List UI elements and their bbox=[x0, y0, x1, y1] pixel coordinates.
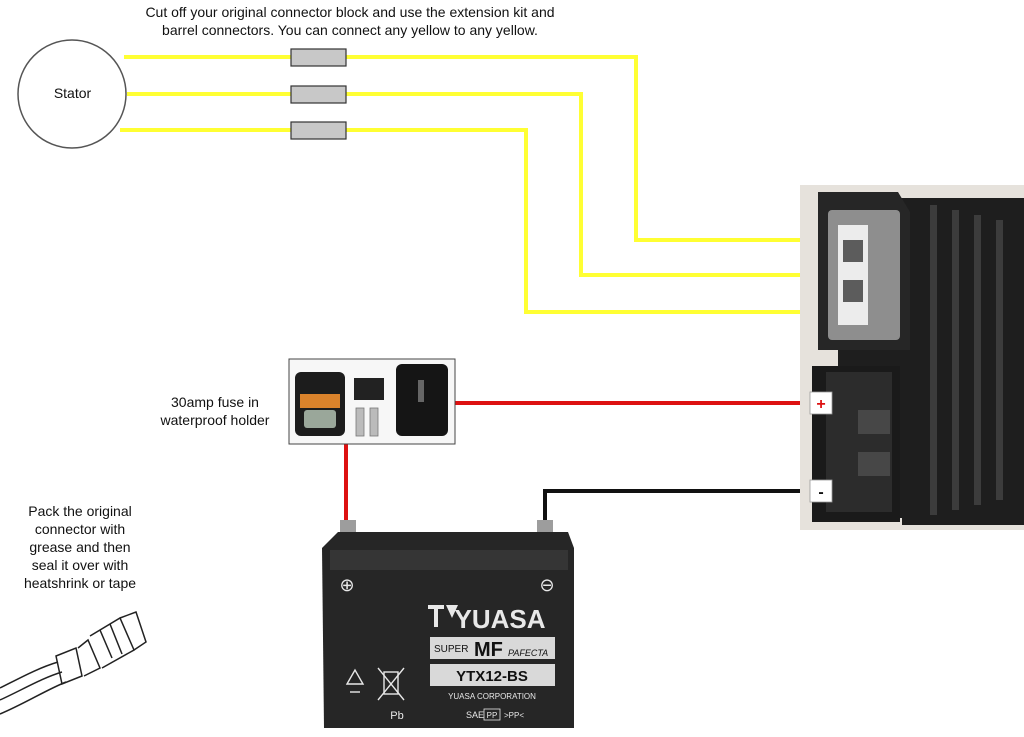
yuasa-logo-icon bbox=[428, 605, 458, 627]
battery: ⊕ ⊖ YUASA SUPER MF PAFECTA YTX12-BS YUAS… bbox=[322, 520, 574, 728]
battery-pp-box: PP bbox=[487, 711, 498, 720]
barrel-connector-1 bbox=[290, 48, 347, 67]
battery-pb: Pb bbox=[390, 710, 403, 722]
yellow-wire-2 bbox=[127, 92, 800, 277]
yellow-wire-3 bbox=[120, 128, 800, 314]
fuse-note: 30amp fuse in waterproof holder bbox=[160, 394, 270, 428]
sealed-connector-sketch-icon bbox=[0, 611, 147, 715]
battery-mf: MF bbox=[474, 639, 503, 661]
battery-brand: YUASA bbox=[454, 604, 545, 634]
minus-label: - bbox=[818, 484, 823, 501]
minus-marker bbox=[809, 479, 833, 503]
barrel-connector-2 bbox=[290, 85, 347, 104]
recycle-icon bbox=[345, 668, 365, 693]
plus-label: + bbox=[816, 396, 825, 413]
battery-corporation: YUASA CORPORATION bbox=[448, 692, 536, 701]
battery-model: YTX12-BS bbox=[456, 668, 528, 685]
stator-circle bbox=[17, 39, 127, 149]
battery-sae: SAE bbox=[466, 710, 484, 720]
battery-pp-mark: >PP< bbox=[504, 711, 524, 720]
battery-pafecta: PAFECTA bbox=[508, 648, 548, 658]
regulator-rectifier: + - bbox=[800, 185, 1024, 530]
fuse-holder-image bbox=[288, 358, 456, 445]
negative-terminal-icon: ⊖ bbox=[539, 575, 554, 596]
barrel-connector-3 bbox=[290, 121, 347, 140]
battery-super: SUPER bbox=[434, 644, 468, 655]
stator-label: Stator bbox=[53, 85, 92, 101]
plus-marker bbox=[809, 391, 833, 415]
positive-terminal-icon: ⊕ bbox=[339, 575, 354, 596]
instruction-note-top: Cut off your original connector block an… bbox=[145, 4, 555, 38]
yellow-wire-1 bbox=[124, 55, 800, 242]
black-wire-ground bbox=[543, 489, 800, 522]
pack-connector-note: Pack the original connector with grease … bbox=[23, 503, 137, 591]
crossed-bin-icon bbox=[377, 667, 405, 701]
